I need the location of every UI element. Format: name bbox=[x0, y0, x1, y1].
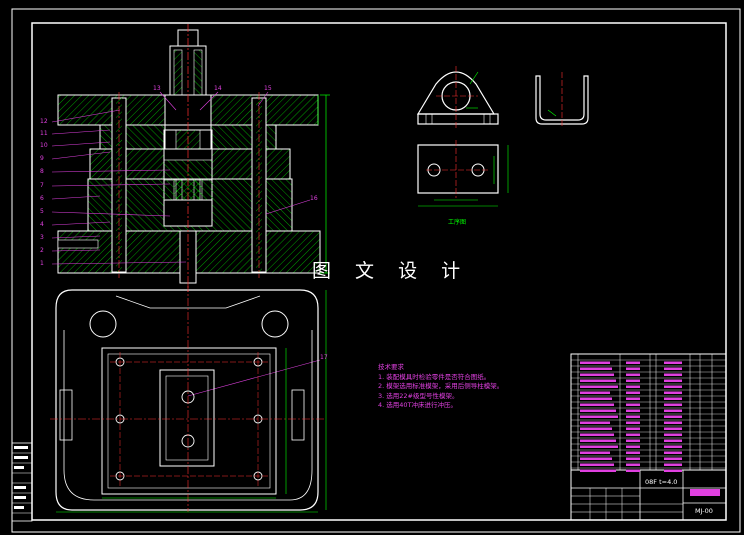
bom-cell-text bbox=[664, 427, 682, 430]
bom-cell-text bbox=[626, 439, 640, 442]
notes-title: 技术要求 bbox=[378, 363, 404, 371]
drawing-number: MJ-00 bbox=[695, 507, 713, 515]
bom-cell-text bbox=[626, 403, 640, 406]
bom-cell-text bbox=[664, 439, 682, 442]
bom-cell-text bbox=[580, 469, 616, 472]
bom-cell-text bbox=[580, 439, 616, 442]
bom-cell-text bbox=[664, 409, 682, 412]
bom-cell-text bbox=[664, 391, 682, 394]
bom-cell-text bbox=[580, 445, 618, 448]
bom-cell-text bbox=[626, 385, 640, 388]
part-number-13: 13 bbox=[153, 85, 161, 92]
technical-notes: 技术要求 1. 装配模具时检验零件是否符合图纸。 2. 模架选用标准模架，采用后… bbox=[378, 363, 503, 411]
bom-cell-text bbox=[664, 361, 682, 364]
bom-cell-text bbox=[664, 367, 682, 370]
bom-cell-text bbox=[626, 373, 640, 376]
part-number-11: 11 bbox=[40, 130, 48, 137]
bom-cell-text bbox=[626, 457, 640, 460]
bom-cell-text bbox=[580, 427, 612, 430]
part-number-14: 14 bbox=[214, 85, 222, 92]
part-number-12: 12 bbox=[40, 118, 48, 125]
note-line: 3. 选用22#级型号性模架。 bbox=[378, 391, 459, 400]
bom-cell-text bbox=[626, 469, 640, 472]
bom-cell-text bbox=[580, 457, 612, 460]
bom-cell-text bbox=[580, 361, 610, 364]
bom-cell-text bbox=[664, 379, 682, 382]
bom-cell-text bbox=[626, 379, 640, 382]
bom-cell-text bbox=[580, 391, 610, 394]
note-line: 4. 选用40T冲床进行冲压。 bbox=[378, 401, 458, 409]
plan-view bbox=[50, 284, 327, 513]
bom-cell-text bbox=[664, 451, 682, 454]
bom-cell-text bbox=[664, 457, 682, 460]
bom-cell-text bbox=[626, 409, 640, 412]
part-number-1: 1 bbox=[40, 260, 44, 267]
bom-cell-text bbox=[626, 421, 640, 424]
bom-cell-text bbox=[626, 361, 640, 364]
bom-cell-text bbox=[626, 391, 640, 394]
view-caption: 工序图 bbox=[448, 219, 467, 226]
bom-cell-text bbox=[626, 397, 640, 400]
bom-cell-text bbox=[580, 367, 612, 370]
part-number-6: 6 bbox=[40, 195, 44, 202]
part-number-4: 4 bbox=[40, 221, 44, 228]
bom-cell-text bbox=[664, 385, 682, 388]
bom-cell-text bbox=[626, 415, 640, 418]
bom-cell-text bbox=[664, 403, 682, 406]
bom-cell-text bbox=[626, 367, 640, 370]
sheet-frame bbox=[11, 8, 741, 533]
note-line: 2. 模架选用标准模架，采用后侧导柱模架。 bbox=[378, 382, 504, 390]
bom-cell-text bbox=[626, 463, 640, 466]
part-number-3: 3 bbox=[40, 234, 44, 241]
overlay-title: 图 文 设 计 bbox=[312, 260, 470, 282]
bom-cell-text bbox=[664, 373, 682, 376]
bom-cell-text bbox=[580, 379, 616, 382]
leaders bbox=[51, 91, 321, 397]
title-block bbox=[570, 353, 727, 521]
bom-cell-text bbox=[580, 463, 614, 466]
part-number-5: 5 bbox=[40, 208, 44, 215]
part-number-17: 17 bbox=[320, 354, 328, 361]
bom-cell-text bbox=[664, 415, 682, 418]
bom-cell-text bbox=[580, 451, 610, 454]
bom-cell-text bbox=[664, 469, 682, 472]
bom-cell-text bbox=[626, 433, 640, 436]
part-number-7: 7 bbox=[40, 182, 44, 189]
bom-cell-text bbox=[664, 421, 682, 424]
bom-cell-text bbox=[664, 397, 682, 400]
note-line: 1. 装配模具时检验零件是否符合图纸。 bbox=[378, 372, 491, 381]
bom-cell-text bbox=[580, 373, 614, 376]
bom-cell-text bbox=[664, 463, 682, 466]
bom-cell-text bbox=[580, 421, 610, 424]
front-section-view bbox=[57, 24, 330, 292]
bom-cell-text bbox=[580, 409, 616, 412]
part-number-2: 2 bbox=[40, 247, 44, 254]
bom-cell-text bbox=[664, 445, 682, 448]
part-number-15: 15 bbox=[264, 85, 272, 92]
part-number-9: 9 bbox=[40, 155, 44, 162]
bom-cell-text bbox=[580, 397, 612, 400]
workpiece-views bbox=[416, 66, 589, 207]
bom-cell-text bbox=[626, 445, 640, 448]
bom-cell-text bbox=[580, 385, 618, 388]
material-spec: 08F t=4.0 bbox=[645, 478, 678, 486]
part-number-16: 16 bbox=[310, 195, 318, 202]
part-number-8: 8 bbox=[40, 168, 44, 175]
bom-cell-text bbox=[664, 433, 682, 436]
bom-cell-text bbox=[580, 403, 614, 406]
bom-cell-text bbox=[626, 427, 640, 430]
bom-cell-text bbox=[580, 415, 618, 418]
inner-frame bbox=[31, 22, 727, 521]
left-strip bbox=[11, 442, 33, 522]
bom-cell-text bbox=[580, 433, 614, 436]
bom-cell-text bbox=[626, 451, 640, 454]
part-number-10: 10 bbox=[40, 142, 48, 149]
